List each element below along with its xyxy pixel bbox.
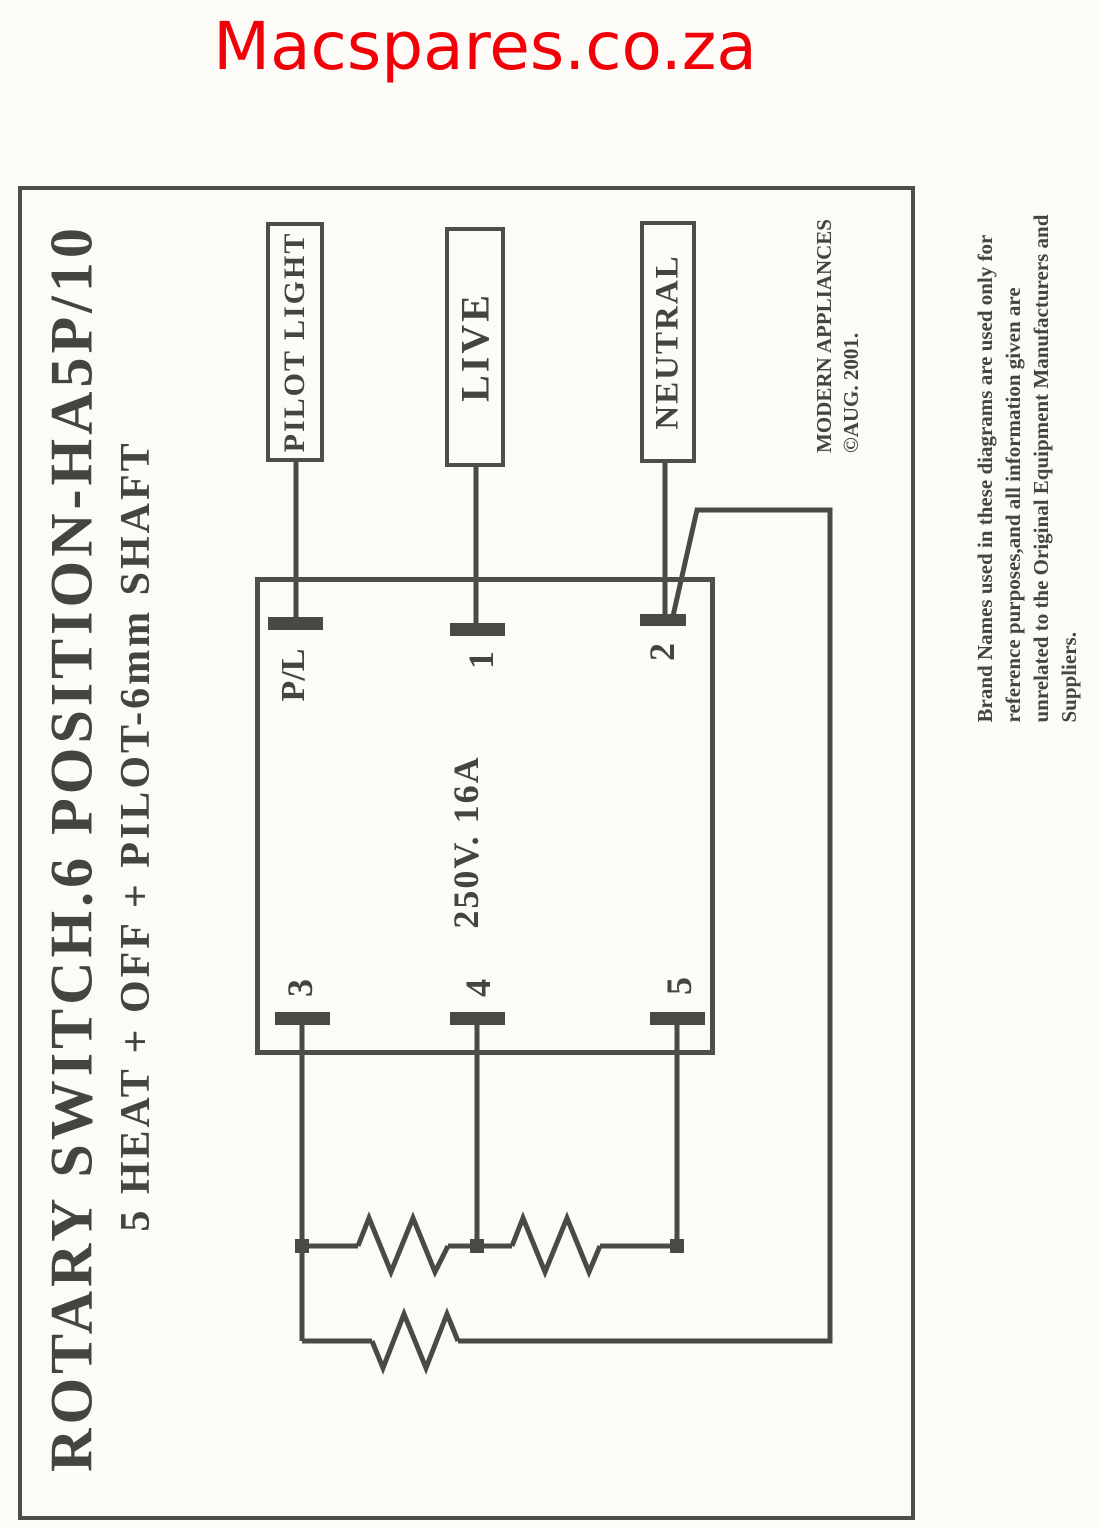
maker-label: MODERN APPLIANCES xyxy=(812,219,836,453)
disclaimer-line-4: Suppliers. xyxy=(1057,632,1081,723)
component-box-pilot-light: PILOT LIGHT xyxy=(266,222,324,462)
terminal-bar-3 xyxy=(275,1012,330,1025)
terminal-label-4: 4 xyxy=(458,979,498,997)
terminal-bar-2 xyxy=(640,614,686,626)
terminal-bar-5 xyxy=(650,1012,705,1025)
component-box-neutral: NEUTRAL xyxy=(640,221,696,463)
rating-label: 250V. 16A xyxy=(446,755,486,929)
maker-block: MODERN APPLIANCES ©AUG. 2001. xyxy=(811,219,865,453)
copyright-label: ©AUG. 2001. xyxy=(839,332,863,453)
terminal-label-pl: P/L xyxy=(275,648,312,702)
terminal-label-2: 2 xyxy=(642,643,682,661)
resistor-3-4-icon xyxy=(355,1211,451,1279)
diagram-title: ROTARY SWITCH.6 POSITION-HA5P/10 xyxy=(38,224,105,1472)
terminal-label-3: 3 xyxy=(280,979,320,997)
terminal-label-1: 1 xyxy=(461,651,501,669)
component-box-live: LIVE xyxy=(445,227,505,467)
terminal-bar-pl xyxy=(268,617,323,630)
pilot-light-label: PILOT LIGHT xyxy=(278,231,311,453)
neutral-label: NEUTRAL xyxy=(649,254,686,430)
terminal-label-5: 5 xyxy=(659,977,699,995)
terminal-bar-1 xyxy=(450,623,505,636)
diagram-border xyxy=(18,186,915,1520)
site-watermark: Macspares.co.za xyxy=(213,8,757,85)
terminal-bar-4 xyxy=(450,1012,505,1025)
resistor-4-5-icon xyxy=(509,1211,603,1279)
disclaimer-line-1: Brand Names used in these diagrams are u… xyxy=(973,234,997,723)
switch-body xyxy=(255,577,715,1055)
resistor-loop-icon xyxy=(369,1307,461,1375)
disclaimer-text: Brand Names used in these diagrams are u… xyxy=(971,178,1083,723)
disclaimer-line-3: unrelated to the Original Equipment Manu… xyxy=(1029,214,1053,723)
diagram-subtitle: 5 HEAT + OFF + PILOT-6mm SHAFT xyxy=(113,440,159,1232)
live-label: LIVE xyxy=(452,292,498,402)
junction-dot-5 xyxy=(670,1239,684,1253)
junction-dot-4 xyxy=(470,1239,484,1253)
wire-neutral-loop xyxy=(458,507,833,1344)
disclaimer-line-2: reference purposes,and all information g… xyxy=(1001,287,1025,723)
junction-dot-3 xyxy=(295,1239,309,1253)
